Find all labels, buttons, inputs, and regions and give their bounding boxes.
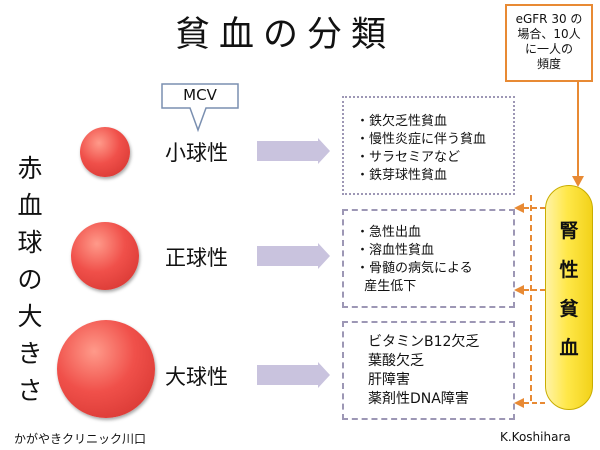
cause-item: 葉酸欠乏 [368, 353, 424, 369]
renal-arrowhead-1 [514, 203, 524, 213]
block-arrow-macrocytic [257, 362, 330, 388]
cause-item: ・溶血性貧血 [356, 243, 435, 258]
egfr-note-box: eGFR 30 の 場合、10人 に一人の 頻度 [505, 4, 593, 82]
block-arrow-microcytic [257, 138, 330, 164]
clinic-name: かがやきクリニック川口 [14, 432, 147, 446]
cause-item: ・鉄芽球性貧血 [356, 168, 448, 183]
microcytic-causes-box [342, 96, 515, 195]
renal-char: 性 [559, 259, 579, 281]
renal-anemia-label: 腎 性 貧 血 [545, 212, 593, 368]
note-line: 場合、10人 [517, 27, 581, 41]
renal-arrowhead-2 [514, 285, 524, 295]
axis-char: 赤 [17, 154, 43, 183]
axis-char: き [17, 339, 43, 368]
normocytic-causes-list: ・急性出血 ・溶血性貧血 ・骨髄の病気による 産生低下 [356, 224, 473, 296]
renal-arrowhead-3 [514, 398, 524, 408]
rbc-size-axis-label: 赤 血 球 の 大 き さ [14, 150, 46, 409]
axis-char: 血 [17, 191, 43, 220]
cause-item: ・鉄欠乏性貧血 [356, 114, 448, 129]
macrocytic-causes-box [342, 321, 515, 420]
renal-char: 血 [559, 337, 579, 359]
cause-item: ・サラセミアなど [356, 150, 461, 165]
mcv-label: MCV [183, 86, 217, 104]
note-line: 頻度 [536, 57, 561, 71]
axis-char: さ [17, 376, 43, 405]
small-red-cell [80, 127, 130, 177]
renal-char: 腎 [559, 220, 579, 242]
microcytic-causes-list: ・鉄欠乏性貧血 ・慢性炎症に伴う貧血 ・サラセミアなど ・鉄芽球性貧血 [356, 113, 486, 185]
normocytic-label: 正球性 [165, 246, 228, 270]
page-title: 貧血の分類 [174, 15, 395, 55]
cause-item: 産生低下 [356, 279, 417, 294]
cause-item: ・骨髄の病気による [356, 261, 473, 276]
block-arrow-normocytic [257, 243, 330, 269]
large-red-cell [57, 320, 155, 418]
author-name: K.Koshihara [500, 430, 571, 444]
cause-item: ビタミンB12欠乏 [368, 334, 480, 350]
cause-item: ・慢性炎症に伴う貧血 [356, 132, 487, 147]
normocytic-causes-box [342, 209, 515, 308]
axis-char: 大 [17, 302, 43, 331]
cause-item: ・急性出血 [356, 225, 422, 240]
microcytic-label: 小球性 [165, 141, 228, 165]
renal-anemia-pill [545, 185, 593, 410]
macrocytic-causes-list: ビタミンB12欠乏 葉酸欠乏 肝障害 薬剤性DNA障害 [368, 333, 479, 409]
cause-item: 薬剤性DNA障害 [368, 391, 469, 407]
cause-item: 肝障害 [368, 372, 410, 388]
note-line: に一人の [524, 42, 573, 56]
axis-char: 球 [17, 228, 43, 257]
macrocytic-label: 大球性 [165, 365, 228, 389]
note-line: eGFR 30 の [515, 12, 583, 26]
axis-char: の [17, 265, 43, 294]
normal-red-cell [71, 222, 139, 290]
renal-char: 貧 [559, 298, 579, 320]
note-connector-arrowhead [572, 176, 584, 187]
mcv-callout-shape [161, 83, 239, 133]
